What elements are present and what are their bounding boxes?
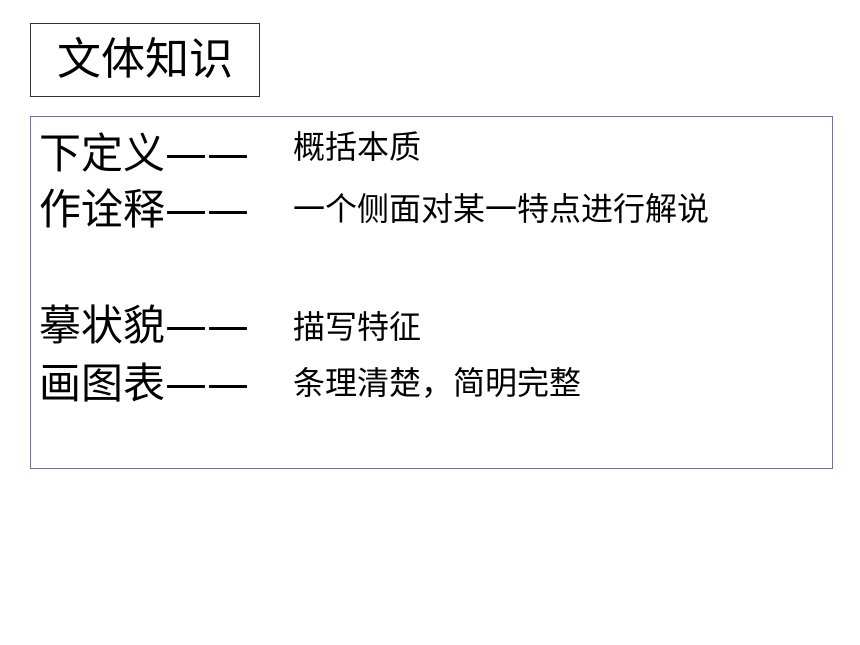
list-item: 摹状貌—— 描写特征 xyxy=(31,299,832,359)
term-label: 下定义—— xyxy=(39,129,250,178)
page-title-box: 文体知识 xyxy=(30,23,260,97)
list-item: 画图表—— 条理清楚，简明完整 xyxy=(31,357,832,417)
term-label: 摹状貌—— xyxy=(39,301,250,350)
term-definition: 概括本质 xyxy=(293,128,422,166)
page-title: 文体知识 xyxy=(57,34,233,85)
term-definition: 一个侧面对某一特点进行解说 xyxy=(293,190,710,228)
term-label: 作诠释—— xyxy=(39,185,250,234)
term-definition: 描写特征 xyxy=(293,308,422,346)
list-item: 作诠释—— 一个侧面对某一特点进行解说 xyxy=(31,185,832,245)
term-definition: 条理清楚，简明完整 xyxy=(293,364,582,402)
list-item: 下定义—— 概括本质 xyxy=(31,127,832,187)
term-label: 画图表—— xyxy=(39,359,250,408)
content-panel: 下定义—— 概括本质 作诠释—— 一个侧面对某一特点进行解说 摹状貌—— 描写特… xyxy=(30,116,833,469)
